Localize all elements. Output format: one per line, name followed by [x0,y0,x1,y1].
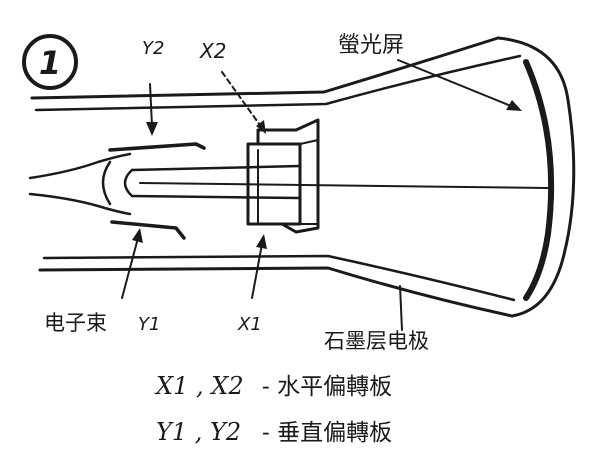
y2-plate [108,142,206,152]
caption-line2-plates: Y1 , Y2 [156,418,241,446]
label-y2: Y2 [142,38,164,59]
fluorescent-screen [523,59,555,301]
caption-line1-text: - 水平偏轉板 [262,374,392,400]
graphite-coating [34,54,522,302]
label-screen: 螢光屏 [338,33,404,58]
caption: X1 , X2 - 水平偏轉板 Y1 , Y2 - 垂直偏轉板 [154,372,392,446]
label-x1: X1 [237,314,262,335]
tube-envelope [30,36,576,318]
electron-beam [139,182,549,189]
label-beam: 电子束 [44,311,107,335]
caption-line1-plates: X1 , X2 [154,372,244,400]
pointer-arrows [121,59,522,331]
caption-line2-text: - 垂直偏轉板 [262,420,392,446]
y1-plate [110,220,186,240]
figure-number-badge: 1 [22,34,78,90]
label-graphite: 石墨层电极 [324,329,429,353]
label-x2: X2 [199,39,226,63]
y-deflection-plates [108,142,206,240]
electron-gun [28,152,302,216]
x-deflection-plates [246,118,320,234]
figure-number: 1 [39,44,61,82]
x1-plate [246,142,302,226]
label-y1: Y1 [138,314,160,335]
